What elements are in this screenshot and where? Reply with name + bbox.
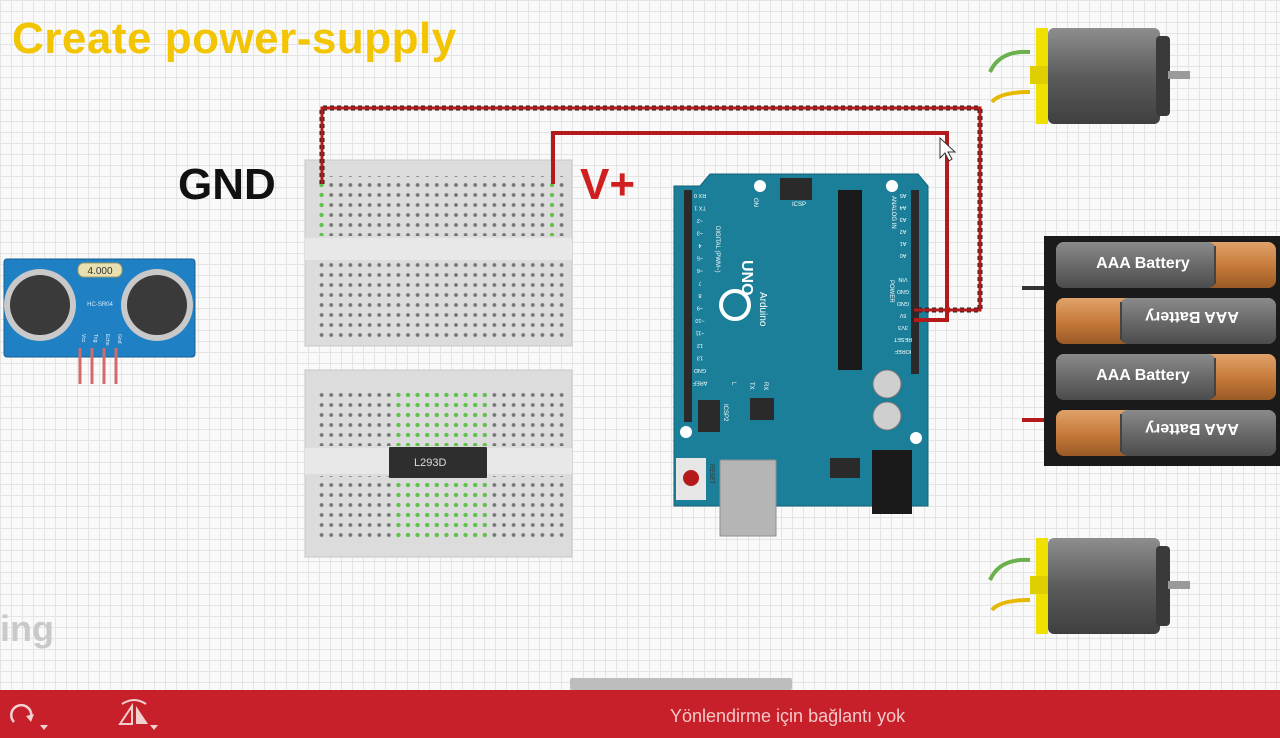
horizontal-scrollbar[interactable]: [570, 678, 792, 690]
bottom-toolbar: Yönlendirme için bağlantı yok: [0, 690, 1280, 738]
chip-label: L293D: [414, 457, 446, 469]
digital-pin-label: ~10: [695, 317, 704, 323]
digital-pin-label: 13: [697, 355, 703, 361]
digital-pin-label: ~2: [697, 217, 703, 223]
arduino-uno-board[interactable]: UNO Arduino ON ICSP ICSP2 RESET DIGITAL …: [673, 173, 929, 537]
battery-cell[interactable]: AAA Battery: [1056, 410, 1276, 456]
battery-cell[interactable]: AAA Battery: [1056, 354, 1276, 400]
power-pin-label: 5V: [899, 312, 906, 318]
battery-cell[interactable]: AAA Battery: [1056, 298, 1276, 344]
digital-pin-label: ~6: [697, 267, 703, 273]
sensor-pin[interactable]: [78, 348, 82, 384]
chevron-down-icon: [150, 725, 158, 730]
sensor-pin-label: Echo: [104, 334, 110, 346]
sensor-pin[interactable]: [102, 348, 106, 384]
mouse-cursor-icon: [939, 136, 957, 162]
sensor-pin-label: Vcc: [80, 334, 86, 343]
breadboard-bottom[interactable]: L293D: [304, 369, 573, 558]
arduino-reset-label: RESET: [708, 464, 714, 484]
arduino-digital-label: DIGITAL (PWM~): [714, 226, 720, 273]
digital-pin-label: ~3: [697, 230, 703, 236]
digital-pin-label: RX 0: [694, 192, 706, 198]
sensor-model: HC-SR04: [87, 302, 113, 308]
dc-motor-bottom[interactable]: [988, 538, 1190, 634]
routing-status-text: Yönlendirme için bağlantı yok: [670, 706, 906, 726]
digital-pin-label: 8: [698, 292, 701, 298]
arduino-analog-label: ANALOG IN: [890, 196, 896, 229]
sensor-pin[interactable]: [90, 348, 94, 384]
analog-pin-label: A0: [900, 252, 907, 258]
arduino-power-label: POWER: [888, 280, 894, 303]
arduino-logo: UNO: [738, 260, 755, 296]
arduino-l-label: L: [730, 382, 736, 386]
power-pin-label: GND: [897, 300, 909, 306]
battery-cell-label: AAA Battery: [1145, 308, 1239, 325]
chevron-down-icon: [40, 725, 48, 730]
l293d-chip[interactable]: L293D: [389, 447, 487, 478]
sensor-display: 4.000: [87, 266, 112, 277]
sensor-pin[interactable]: [114, 348, 118, 384]
arduino-icsp-label: ICSP: [792, 202, 806, 208]
workspace-canvas[interactable]: 4.000 HC-SR04 Vcc Trig Echo Gnd L293D: [0, 0, 1280, 690]
wires[interactable]: [319, 105, 983, 322]
digital-pin-label: 7: [698, 280, 701, 286]
tutorial-title: Create power-supply: [12, 14, 457, 63]
power-pin-label: 3V3: [898, 324, 908, 330]
breadboard-top[interactable]: [304, 159, 573, 347]
battery-cell-label: AAA Battery: [1145, 420, 1239, 437]
arduino-on-label: ON: [752, 198, 758, 207]
vplus-annotation: V+: [580, 160, 636, 209]
battery-cell-label: AAA Battery: [1096, 255, 1190, 272]
power-pin-label: GND: [897, 288, 909, 294]
gnd-annotation: GND: [178, 160, 276, 209]
ultrasonic-sensor[interactable]: 4.000 HC-SR04 Vcc Trig Echo Gnd: [3, 258, 196, 384]
digital-pin-label: 12: [697, 342, 703, 348]
digital-pin-label: ~11: [696, 330, 705, 336]
dc-motor-top[interactable]: [988, 28, 1190, 124]
rotate-button[interactable]: [4, 698, 48, 732]
sensor-pin-label: Trig: [92, 334, 98, 343]
digital-pin-label: TX 1: [694, 205, 706, 211]
sensor-pin-label: Gnd: [116, 334, 122, 344]
arduino-rx-label: RX: [762, 382, 768, 390]
digital-pin-label: AREF: [692, 380, 707, 386]
digital-pin-label: 4: [698, 242, 701, 248]
rotate-icon: [10, 703, 34, 723]
digital-pin-label: ~5: [697, 255, 703, 261]
power-pin-label: VIN: [898, 276, 907, 282]
power-pin-label: RESET: [893, 336, 912, 342]
analog-pin-label: A5: [900, 192, 907, 198]
battery-cell-label: AAA Battery: [1096, 367, 1190, 384]
power-pin-label: IOREF: [894, 348, 911, 354]
arduino-tx-label: TX: [748, 382, 754, 390]
analog-pin-label: A3: [900, 216, 907, 222]
faded-watermark-text: ing: [0, 608, 54, 649]
analog-pin-label: A1: [900, 240, 907, 246]
digital-pin-label: ~9: [697, 305, 703, 311]
arduino-brand: Arduino: [757, 292, 768, 327]
analog-pin-label: A2: [900, 228, 907, 234]
battery-cell[interactable]: AAA Battery: [1056, 242, 1276, 288]
arduino-icsp2-label: ICSP2: [722, 404, 728, 422]
schematic-scene[interactable]: 4.000 HC-SR04 Vcc Trig Echo Gnd L293D: [0, 0, 1280, 690]
analog-pin-label: A4: [900, 204, 907, 210]
digital-pin-label: GND: [694, 367, 706, 373]
flip-icon: [118, 699, 148, 725]
flip-button[interactable]: [114, 698, 158, 732]
